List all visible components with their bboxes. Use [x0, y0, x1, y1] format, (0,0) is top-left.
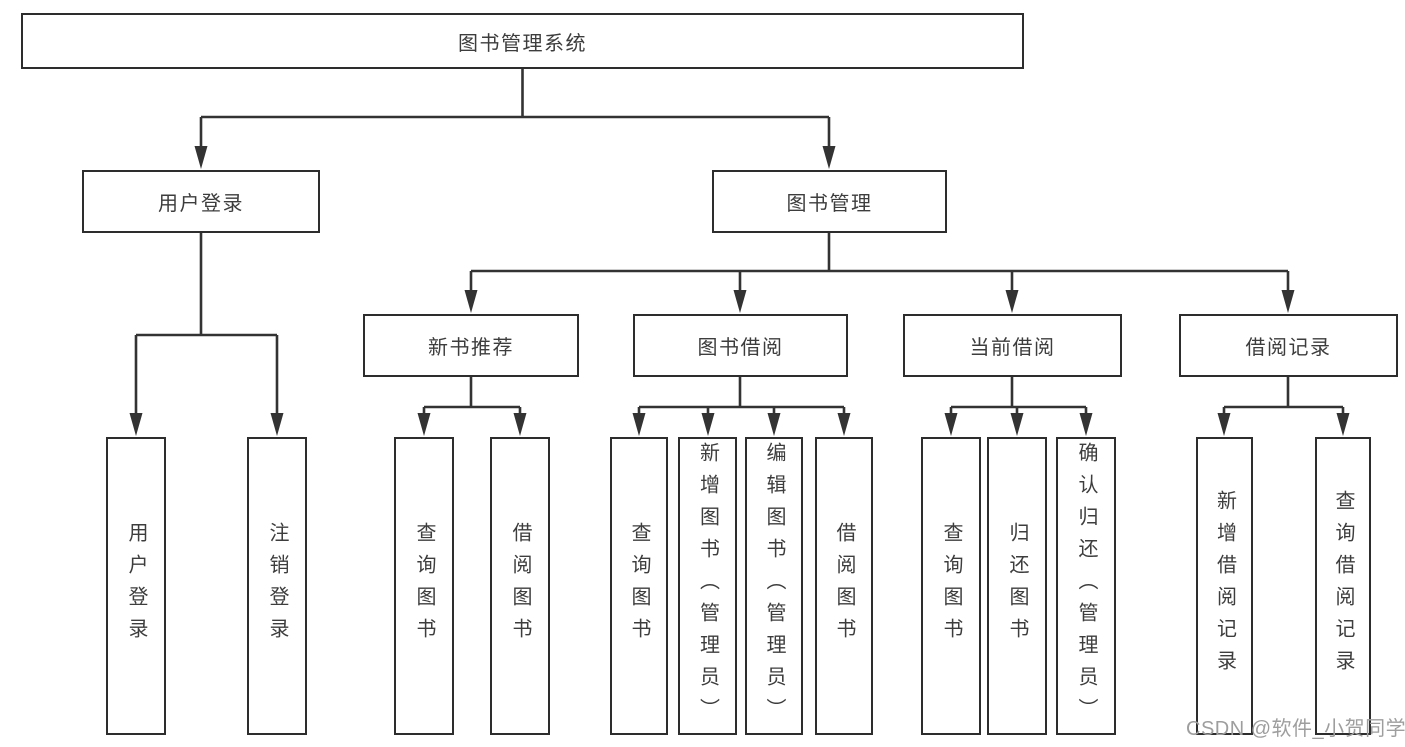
node-book-management: 图书管理 — [712, 170, 947, 233]
node-user-login: 用户登录 — [82, 170, 320, 233]
leaf-edit-books-admin-label: 编辑图书（管理员） — [763, 442, 785, 730]
leaf-query-borrow-record: 查询借阅记录 — [1315, 437, 1371, 735]
leaf-recommend-query-books-label: 查询图书 — [413, 522, 435, 650]
arrowheads — [129, 146, 1350, 436]
leaf-confirm-return-admin-label: 确认归还（管理员） — [1075, 442, 1097, 730]
leaf-borrow-query-books: 查询图书 — [610, 437, 668, 735]
leaf-user-login-label: 用户登录 — [125, 522, 147, 650]
node-root-label: 图书管理系统 — [458, 32, 587, 55]
node-book-borrow: 图书借阅 — [633, 314, 848, 377]
leaf-current-query-books: 查询图书 — [921, 437, 981, 735]
leaf-add-borrow-record: 新增借阅记录 — [1196, 437, 1253, 735]
node-current-borrow: 当前借阅 — [903, 314, 1122, 377]
leaf-query-borrow-record-label: 查询借阅记录 — [1332, 490, 1354, 682]
leaf-user-login: 用户登录 — [106, 437, 166, 735]
leaf-add-books-admin-label: 新增图书（管理员） — [696, 442, 719, 730]
leaf-edit-books-admin: 编辑图书（管理员） — [745, 437, 803, 735]
node-user-login-label: 用户登录 — [158, 193, 244, 215]
leaf-recommend-query-books: 查询图书 — [394, 437, 454, 735]
leaf-recommend-borrow-books-label: 借阅图书 — [509, 522, 531, 650]
node-current-borrow-label: 当前借阅 — [969, 337, 1056, 359]
leaf-logout: 注销登录 — [247, 437, 307, 735]
leaf-add-books-admin: 新增图书（管理员） — [678, 437, 737, 735]
leaf-return-books-label: 归还图书 — [1006, 522, 1028, 650]
node-borrow-records: 借阅记录 — [1179, 314, 1398, 377]
node-new-book-recommend-label: 新书推荐 — [428, 337, 514, 359]
leaf-borrow-query-books-label: 查询图书 — [628, 522, 650, 650]
leaf-return-books: 归还图书 — [987, 437, 1047, 735]
node-borrow-records-label: 借阅记录 — [1245, 337, 1332, 359]
node-book-borrow-label: 图书借阅 — [697, 337, 784, 359]
leaf-borrow-books-label: 借阅图书 — [833, 522, 855, 650]
leaf-confirm-return-admin: 确认归还（管理员） — [1056, 437, 1116, 735]
leaf-borrow-books: 借阅图书 — [815, 437, 873, 735]
leaf-add-borrow-record-label: 新增借阅记录 — [1213, 490, 1236, 682]
leaf-logout-label: 注销登录 — [266, 522, 288, 650]
node-root: 图书管理系统 — [21, 13, 1024, 69]
node-new-book-recommend: 新书推荐 — [363, 314, 579, 377]
leaf-recommend-borrow-books: 借阅图书 — [490, 437, 550, 735]
leaf-current-query-books-label: 查询图书 — [940, 522, 962, 650]
node-book-management-label: 图书管理 — [786, 193, 873, 215]
csdn-watermark: CSDN @软件_小贺同学 — [1186, 718, 1405, 740]
